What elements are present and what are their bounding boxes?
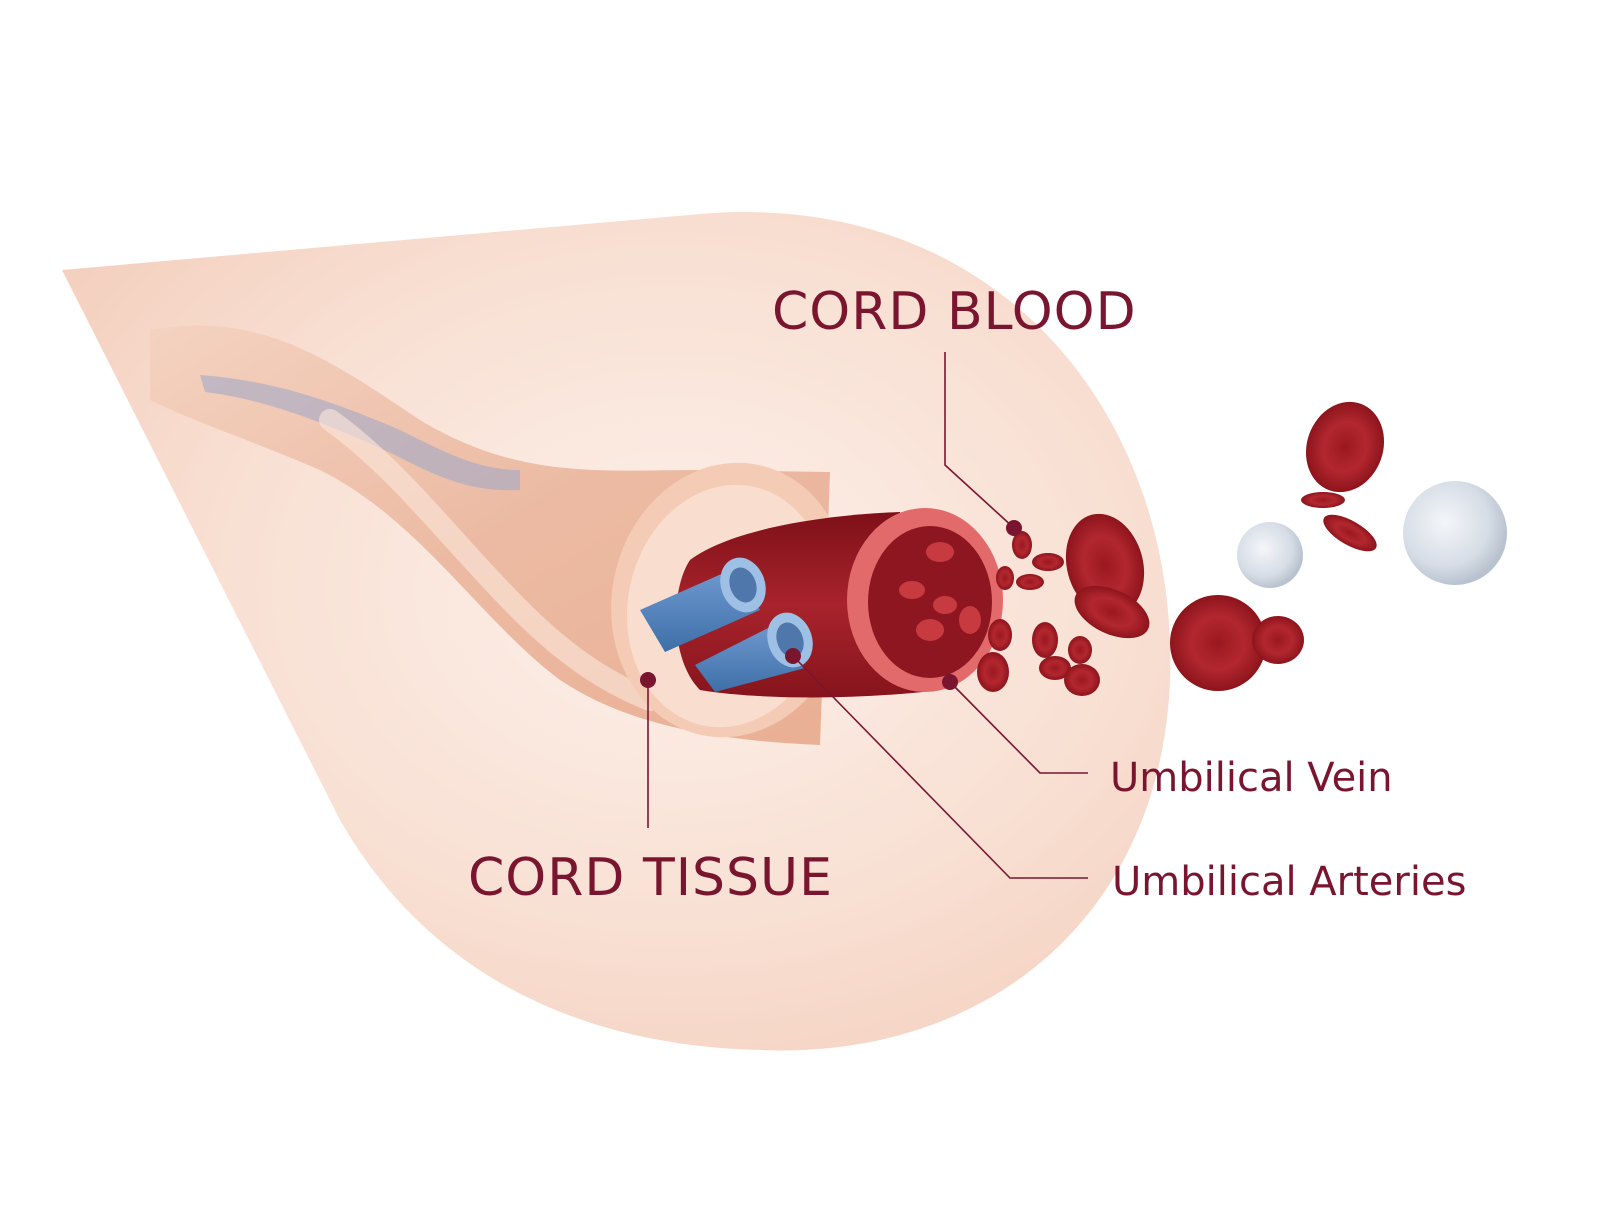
red-blood-cell	[1305, 401, 1385, 493]
red-blood-cell	[1039, 656, 1071, 680]
label-umbilical-arteries: Umbilical Arteries	[1112, 859, 1467, 905]
marker-dot	[640, 672, 656, 688]
red-blood-cell	[1074, 585, 1150, 639]
red-blood-cell	[1323, 514, 1377, 552]
red-blood-cell	[1064, 664, 1100, 696]
red-blood-cell	[899, 581, 925, 599]
red-blood-cell	[1016, 574, 1044, 590]
umbilical-artery-lower	[695, 612, 813, 692]
red-blood-cell	[1170, 595, 1266, 691]
red-blood-cell	[1068, 636, 1092, 664]
umbilical-vein-lumen	[868, 526, 992, 678]
umbilical-artery-upper	[640, 557, 766, 652]
red-blood-cell	[1032, 622, 1058, 658]
leader-cord-blood	[944, 352, 1015, 529]
red-blood-cell	[1252, 616, 1304, 664]
red-blood-cell	[977, 652, 1009, 692]
white-blood-cell	[1237, 522, 1303, 588]
label-cord-tissue: CORD TISSUE	[468, 848, 833, 908]
red-blood-cell	[988, 619, 1012, 651]
leader-umbilical-arteries	[792, 655, 1088, 879]
red-blood-cell	[1301, 492, 1345, 508]
label-umbilical-vein: Umbilical Vein	[1110, 755, 1393, 801]
marker-dot	[1006, 520, 1022, 536]
red-blood-cell	[996, 566, 1014, 590]
red-blood-cell	[933, 596, 957, 614]
red-blood-cell	[926, 542, 954, 562]
leader-umbilical-vein	[949, 681, 1088, 774]
marker-dot	[785, 648, 801, 664]
marker-dot	[942, 674, 958, 690]
red-blood-cell	[916, 619, 944, 641]
label-cord-blood: CORD BLOOD	[772, 282, 1137, 342]
red-blood-cell	[1012, 531, 1032, 559]
red-blood-cell	[959, 606, 981, 634]
cord-highlight	[319, 409, 661, 711]
white-blood-cell	[1403, 481, 1507, 585]
red-blood-cell	[1032, 553, 1064, 571]
